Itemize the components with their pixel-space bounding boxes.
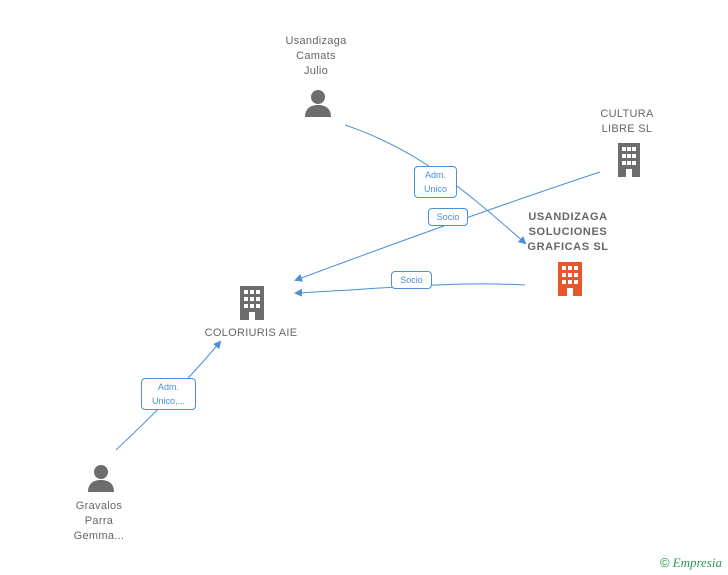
node-label-line: Camats (296, 50, 336, 62)
building-icon[interactable] (554, 262, 586, 296)
edge-label-adm-unico[interactable]: Adm. Unico (414, 166, 457, 198)
edge-label-adm-unico[interactable]: Adm. Unico,... (141, 378, 196, 410)
edge-label-socio[interactable]: Socio (391, 271, 432, 289)
node-label-line: SOLUCIONES (528, 226, 608, 238)
node-label-line: USANDIZAGA (528, 211, 608, 223)
building-icon[interactable] (236, 286, 268, 320)
node-label-line: LIBRE SL (601, 123, 653, 135)
node-label-line: Julio (303, 65, 329, 77)
brand-footer[interactable]: ©Empresia (660, 555, 722, 571)
node-label-line: Gravalos (75, 500, 123, 512)
edge-label-line: Unico,... (151, 396, 185, 406)
edge-label-line: Socio (400, 275, 423, 285)
node-label-line: Usandizaga (285, 35, 347, 47)
node-label-line: CULTURA (600, 108, 654, 120)
node-label-line: Parra (84, 515, 114, 527)
node-label-line: COLORIURIS AIE (204, 327, 298, 339)
copyright-icon: © (660, 555, 670, 570)
edge-label-line: Adm. (157, 382, 179, 392)
edge-label-line: Adm. (424, 170, 446, 180)
node-label-line: Gemma... (73, 530, 125, 542)
edge-label-line: Unico (423, 184, 447, 194)
person-icon[interactable] (86, 464, 116, 492)
edge-label-line: Socio (436, 212, 460, 222)
node-label-usandizaga-soluciones: USANDIZAGA SOLUCIONES GRAFICAS SL (516, 210, 620, 255)
building-icon[interactable] (614, 143, 644, 177)
brand-logo: Empresia (672, 555, 722, 570)
node-label-line: GRAFICAS SL (527, 241, 609, 253)
node-label-gravalos: Gravalos Parra Gemma... (56, 499, 142, 544)
person-icon[interactable] (303, 89, 333, 117)
node-label-usandizaga-julio: Usandizaga Camats Julio (268, 34, 364, 79)
edge-label-socio[interactable]: Socio (428, 208, 468, 226)
node-label-coloriuris: COLORIURIS AIE (196, 326, 306, 341)
node-label-cultura-libre: CULTURA LIBRE SL (584, 107, 670, 137)
